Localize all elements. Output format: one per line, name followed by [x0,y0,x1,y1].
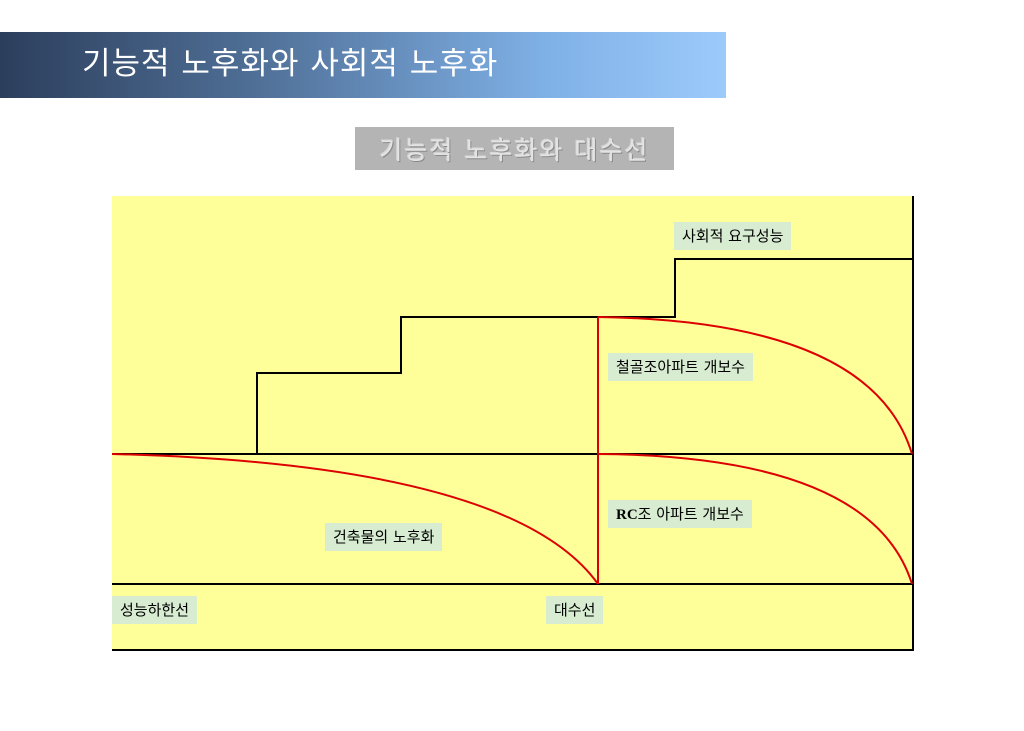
steel-apartment-curve [597,316,913,455]
subtitle-box: 기능적 노후화와 대수선 [355,127,674,170]
slide-title: 기능적 노후화와 사회적 노후화 [82,46,499,82]
label-rc-suffix: 조 아파트 개보수 [637,505,744,523]
label-social-requirement: 사회적 요구성능 [674,222,792,250]
deterioration-diagram: 사회적 요구성능 철골조아파트 개보수 RC조 아파트 개보수 건축물의 노후화… [112,196,914,651]
diagram-canvas [112,196,914,651]
label-rc-apartment-repair: RC조 아파트 개보수 [608,500,752,528]
slide-subtitle: 기능적 노후화와 대수선 [379,135,650,165]
label-performance-lower-limit: 성능하한선 [112,596,198,624]
label-rc-prefix: RC [616,507,638,523]
deterioration-curve [112,453,599,585]
label-major-repair: 대수선 [546,596,604,624]
rc-apartment-curve [597,453,913,585]
title-banner: 기능적 노후화와 사회적 노후화 [0,32,726,98]
label-steel-apartment-repair: 철골조아파트 개보수 [608,353,753,381]
label-building-deterioration: 건축물의 노후화 [325,523,443,551]
social-requirement-staircase [256,258,914,454]
